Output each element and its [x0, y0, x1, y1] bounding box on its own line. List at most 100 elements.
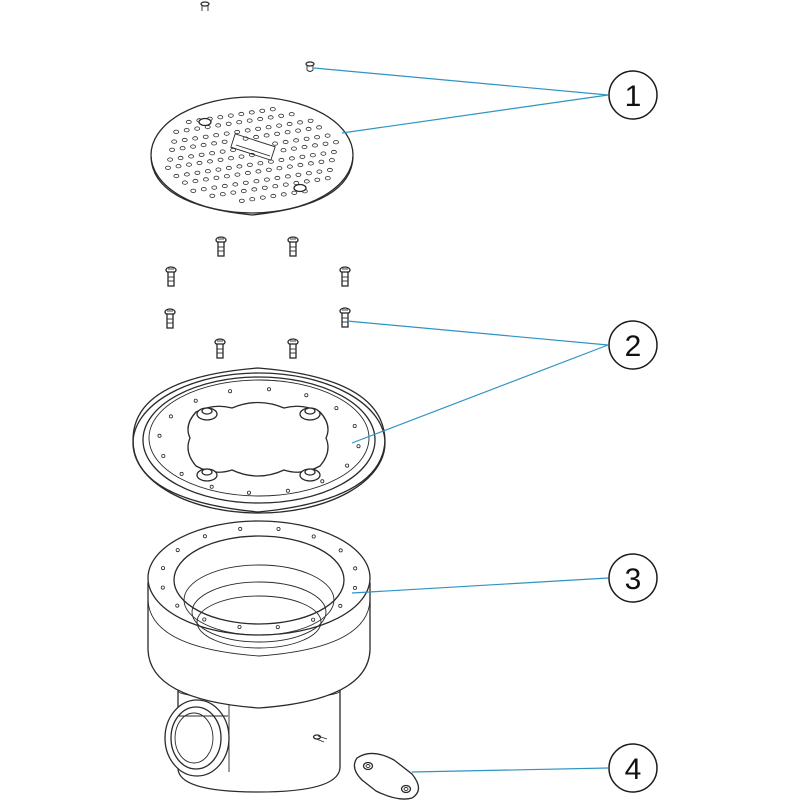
- grate-hole: [324, 176, 331, 181]
- body-hole: [202, 617, 207, 622]
- grate-hole: [188, 154, 195, 159]
- leader-line-3: [351, 577, 609, 594]
- grate-hole: [228, 156, 234, 161]
- grate-hole: [307, 161, 314, 166]
- frame-screw: [339, 307, 351, 328]
- grate-hole: [280, 148, 287, 153]
- grate-hole: [312, 143, 318, 148]
- grate-hole: [291, 146, 297, 151]
- grate-hole: [236, 120, 243, 125]
- grate-hole: [196, 160, 203, 166]
- grate-hole: [303, 179, 310, 184]
- grate-hole: [167, 157, 174, 162]
- grate-hole: [246, 118, 253, 123]
- frame-hole: [179, 471, 184, 476]
- grate-hole: [238, 154, 245, 159]
- frame-hole: [304, 393, 309, 398]
- grate-hole: [200, 142, 207, 148]
- perforated-grate: [150, 96, 354, 216]
- leader-line-2a: [346, 320, 609, 346]
- grate-hole: [225, 121, 232, 126]
- grate-hole: [309, 153, 316, 158]
- grate-hole: [320, 151, 327, 156]
- grate-hole: [259, 195, 266, 200]
- leader-line-4: [411, 767, 609, 773]
- frame-holes: [157, 387, 361, 495]
- frame-hole: [168, 414, 173, 419]
- body-hole: [175, 603, 180, 608]
- grate-hole: [288, 156, 295, 161]
- grate-hole: [276, 166, 283, 171]
- grate-hole: [314, 135, 321, 140]
- body-hole: [353, 566, 358, 571]
- grate-hole: [207, 159, 213, 164]
- grate-hole: [278, 113, 285, 118]
- grate-hole: [276, 123, 283, 128]
- cover-plate: [353, 752, 420, 800]
- body-hole: [352, 585, 357, 590]
- plate-screw: [362, 761, 374, 771]
- grate-hole: [192, 178, 199, 184]
- grate-hole: [232, 182, 239, 187]
- frame-screw: [165, 266, 177, 287]
- grate-hole: [213, 133, 220, 138]
- grate-hole: [221, 183, 228, 189]
- grate-hole: [263, 133, 270, 138]
- grate-hole: [183, 172, 190, 177]
- grate-hole: [328, 158, 335, 163]
- grate-hole: [209, 151, 216, 156]
- grate-hole: [244, 128, 251, 133]
- grate-hole: [202, 177, 209, 182]
- grate-screw-hole: [198, 117, 212, 127]
- grate-hole: [215, 123, 222, 128]
- grate-hole: [293, 138, 300, 143]
- grate-hole: [200, 187, 207, 192]
- grate-hole: [282, 139, 289, 145]
- grate-hole: [173, 129, 180, 134]
- grate-hole: [318, 159, 325, 164]
- grate-hole: [177, 155, 184, 161]
- grate-hole: [286, 121, 293, 127]
- grate-hole: [244, 170, 251, 176]
- grate-hole: [209, 193, 216, 198]
- grate-hole: [301, 144, 308, 150]
- grate-hole: [280, 192, 287, 197]
- grate-hole: [234, 172, 241, 177]
- grate-hole: [261, 185, 268, 190]
- grate-hole: [234, 129, 241, 135]
- grate-screw-hole: [293, 183, 307, 193]
- frame-hole: [246, 490, 251, 495]
- grate-hole: [202, 134, 209, 139]
- grate-hole: [295, 172, 302, 177]
- leader-line-2b: [351, 344, 609, 444]
- grate-hole: [190, 188, 197, 193]
- frame-screw: [339, 266, 351, 287]
- grate-hole: [265, 167, 272, 172]
- callout-label: 2: [625, 330, 642, 363]
- grate-hole: [215, 167, 222, 172]
- grate-hole: [181, 137, 188, 143]
- leader-line-1a: [313, 67, 609, 96]
- grate-hole: [299, 154, 306, 159]
- frame-ring: [132, 367, 386, 514]
- grate-hole: [217, 157, 224, 162]
- grate-hole: [217, 115, 224, 120]
- grate-hole: [165, 165, 171, 170]
- grate-hole: [186, 162, 192, 167]
- frame-screw: [287, 236, 299, 257]
- frame-hole: [356, 444, 361, 449]
- grate-hole: [183, 128, 190, 133]
- grate-hole: [198, 152, 205, 157]
- grate-hole: [269, 107, 276, 112]
- body-hole: [275, 625, 280, 630]
- body-hole: [311, 617, 316, 622]
- callout-1: 1: [608, 70, 658, 120]
- grate-hole: [265, 125, 272, 130]
- grate-hole: [324, 133, 331, 138]
- body-hole: [160, 585, 165, 590]
- grate-hole: [322, 141, 329, 146]
- grate-hole: [307, 118, 314, 123]
- grate-hole: [173, 173, 180, 179]
- drain-body: [147, 520, 371, 793]
- grate-holes: [165, 107, 339, 203]
